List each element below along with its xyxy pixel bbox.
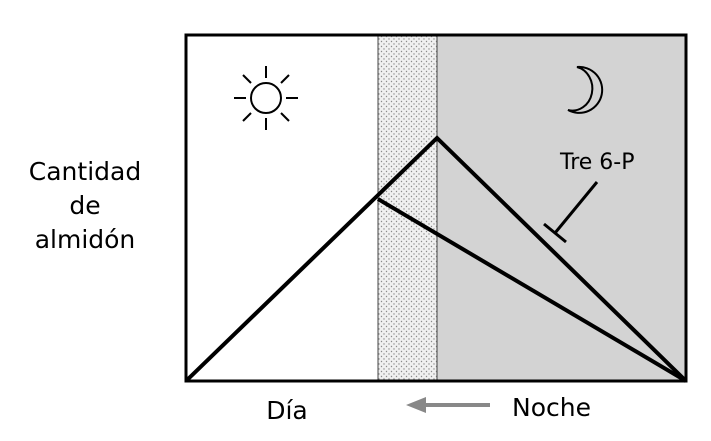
starch-curve-upper	[184, 135, 688, 383]
y-label-line-2: de	[69, 191, 101, 220]
inhibition-bar	[543, 222, 567, 244]
y-label-line-1: Cantidad	[28, 157, 142, 186]
day-region	[186, 35, 378, 381]
x-label-day: Día	[266, 396, 308, 425]
y-axis-label: Cantidad de almidón	[0, 155, 170, 257]
starch-curve-lower	[376, 197, 688, 383]
sun-icon	[234, 66, 298, 130]
annotation-label: Tre 6-P	[559, 150, 635, 175]
x-label-night: Noche	[512, 393, 591, 422]
arrow-left-icon	[406, 397, 490, 413]
moon-icon	[567, 65, 604, 114]
y-label-line-3: almidón	[34, 225, 136, 254]
night-region	[437, 35, 686, 381]
plot-frame	[184, 33, 688, 383]
inhibition-line	[553, 181, 599, 234]
dusk-band	[378, 35, 437, 381]
